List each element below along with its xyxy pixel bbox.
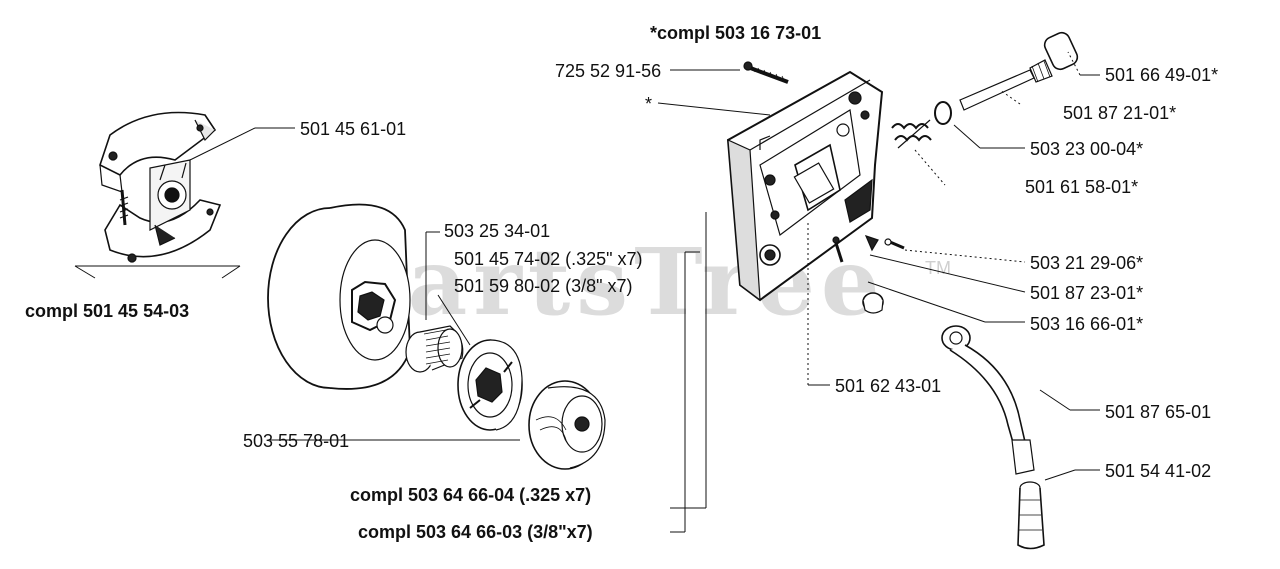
label-501-61-58-01: 501 61 58-01* [1025, 177, 1139, 197]
label-star: * [645, 94, 653, 114]
label-clutch-compl: compl 501 45 54-03 [25, 301, 190, 321]
label-assembly-top: *compl 503 16 73-01 [650, 23, 822, 43]
label-501-87-23-01: 501 87 23-01* [1030, 283, 1144, 303]
leader-lines [189, 51, 1100, 533]
oil-hose-illustration [941, 325, 1035, 475]
oil-pump-housing-illustration [726, 70, 884, 302]
needle-bearing-illustration [405, 325, 464, 373]
small-screw-parts-illustration [832, 235, 905, 263]
label-bolt: 725 52 91-56 [555, 61, 662, 81]
label-501-87-21-01: 501 87 21-01* [1063, 103, 1177, 123]
label-503-23-00-04: 503 23 00-04* [1030, 139, 1144, 159]
drum-washer-illustration [528, 380, 606, 470]
bolt-illustration [743, 61, 789, 84]
label-rim-38: 501 59 80-02 (3/8" x7) [454, 276, 633, 296]
nut-illustration [862, 292, 884, 314]
label-503-21-29-06: 503 21 29-06* [1030, 253, 1144, 273]
label-501-62-43-01: 501 62 43-01 [835, 376, 942, 396]
clutch-drum-illustration [267, 203, 411, 390]
label-501-54-41-02: 501 54 41-02 [1105, 461, 1212, 481]
o-ring-illustration [934, 101, 952, 125]
label-503-16-66-01: 503 16 66-01* [1030, 314, 1144, 334]
label-clutch-shoe: 501 45 61-01 [300, 119, 407, 139]
clutch-assembly-illustration [99, 111, 222, 263]
label-washer: 503 55 78-01 [243, 431, 350, 451]
label-drum-325: compl 503 64 66-04 (.325 x7) [350, 485, 592, 505]
label-needle-bearing: 503 25 34-01 [444, 221, 551, 241]
label-drum-38: compl 503 64 66-03 (3/8"x7) [358, 522, 593, 542]
pump-plunger-illustration [959, 31, 1079, 111]
label-501-66-49-01: 501 66 49-01* [1105, 65, 1219, 85]
spring-illustration [891, 119, 932, 149]
hose-connector-illustration [1017, 481, 1045, 550]
label-501-87-65-01: 501 87 65-01 [1105, 402, 1212, 422]
label-rim-325: 501 45 74-02 (.325" x7) [454, 249, 643, 269]
rim-sprocket-illustration [457, 339, 523, 431]
